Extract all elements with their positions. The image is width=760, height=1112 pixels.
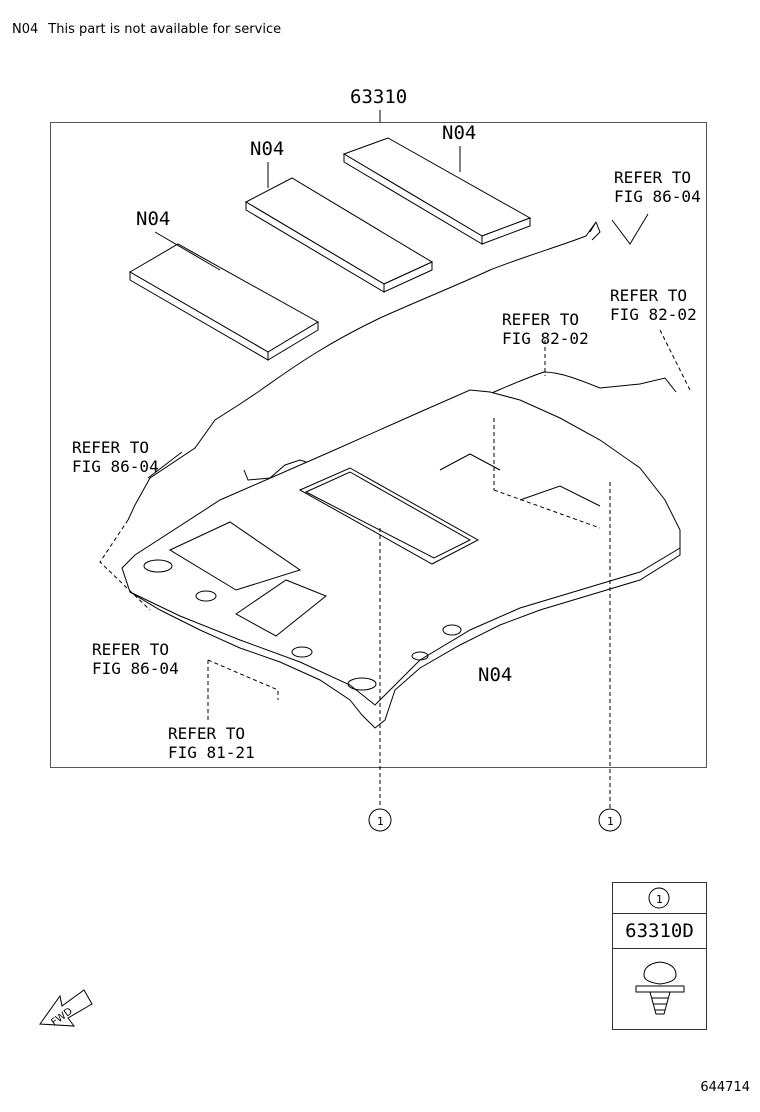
note-text: This part is not available for service: [48, 22, 282, 37]
pad-left[interactable]: [129, 231, 319, 361]
clip-legend[interactable]: 1 63310D: [612, 882, 707, 1030]
clip-marker-2: [598, 808, 622, 832]
assembly-part-number[interactable]: 63310: [350, 86, 408, 108]
legend-marker: 1: [656, 893, 663, 906]
legend-part-number[interactable]: 63310D: [613, 914, 706, 949]
pad-right[interactable]: [342, 137, 532, 245]
assembly-frame: [50, 122, 707, 768]
fwd-arrow: [39, 989, 93, 1027]
ref-leader-top-right: [611, 213, 649, 245]
diagram-id: 644714: [700, 1080, 750, 1095]
callout-n04-left[interactable]: N04: [136, 208, 171, 230]
callout-n04-headliner[interactable]: N04: [478, 664, 513, 686]
clip-marker-1: [368, 808, 392, 832]
headliner-panel[interactable]: [121, 389, 681, 729]
callout-n04-right[interactable]: N04: [442, 122, 477, 144]
clip-marker-label-2: 1: [607, 815, 614, 828]
pad-mid[interactable]: [244, 162, 434, 293]
note-code: N04: [12, 22, 39, 37]
callout-n04-mid[interactable]: N04: [250, 138, 285, 160]
wire-harness-top: [127, 221, 597, 521]
clip-marker-label-1: 1: [377, 815, 384, 828]
legend-header: 1: [613, 883, 706, 914]
clip-icon: [635, 961, 685, 1015]
service-note: N04 This part is not available for servic…: [12, 22, 281, 37]
